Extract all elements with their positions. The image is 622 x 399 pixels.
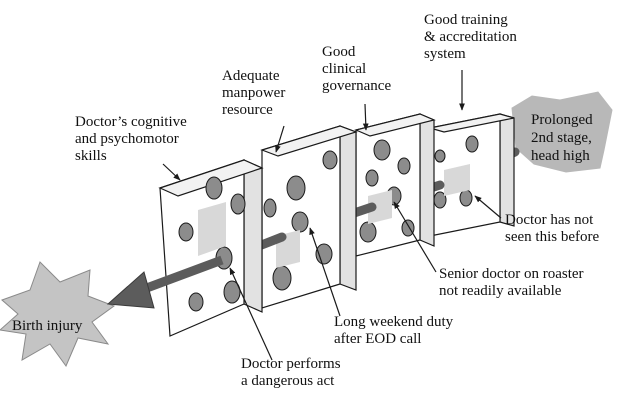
hole-label-2: Senior doctor on roaster not readily ava…	[439, 266, 584, 300]
hole-label-3: Long weekend duty after EOD call	[334, 314, 453, 348]
hole-label-4: Doctor performs a dangerous act	[241, 356, 341, 390]
layer-label-4: Good training & accreditation system	[424, 12, 517, 63]
outcome-burst	[0, 262, 114, 366]
layer-label-2: Adequate manpower resource	[222, 68, 285, 119]
trajectory-arrowhead	[108, 272, 154, 308]
layer-label-3: Good clinical governance	[322, 44, 391, 95]
layer-label-1: Doctor’s cognitive and psychomotor skill…	[75, 114, 187, 165]
hole-label-1: Doctor has not seen this before	[505, 212, 599, 246]
cheese-slice-4	[430, 114, 514, 236]
outcome-label: Birth injury	[12, 318, 82, 335]
hazard-label: Prolonged 2nd stage, head high	[531, 111, 593, 165]
cheese-slice-3	[356, 114, 434, 256]
cheese-slice-1	[160, 160, 262, 336]
cheese-slice-2	[262, 126, 356, 308]
